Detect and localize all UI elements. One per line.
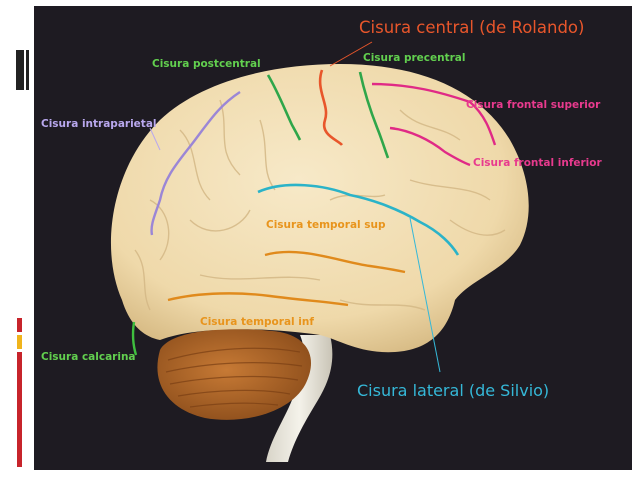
cerebrum [110,64,529,353]
sulcus-temporal-inf [167,292,349,307]
left-deco-bar-yellow [17,335,22,349]
sulcus-intraparietal [150,90,241,236]
label-cisura-central: Cisura central (de Rolando) [359,18,585,37]
label-cisura-frontal-inferior: Cisura frontal inferior [473,157,602,169]
cerebellum [157,329,312,420]
left-deco-bar-red-long [17,352,22,467]
label-cisura-frontal-superior: Cisura frontal superior [466,99,601,111]
sulcus-postcentral [266,74,302,141]
cerebellum-folds [165,347,303,408]
left-deco-bar-red [17,318,22,332]
left-deco-block-top2 [26,50,29,90]
sulcus-central [318,69,344,146]
sulcus-lateral [257,183,460,256]
sulcus-frontal-superior [371,82,497,146]
label-cisura-calcarina: Cisura calcarina [41,351,136,363]
sulcus-temporal-sup [264,250,406,274]
label-cisura-lateral: Cisura lateral (de Silvio) [357,381,550,400]
leader-lines [149,41,441,373]
label-cisura-temporal-inf: Cisura temporal inf [200,316,314,328]
sulcus-precentral [358,71,390,159]
left-deco-block-top [16,50,24,90]
label-cisura-postcentral: Cisura postcentral [152,58,261,70]
gyri-texture [134,99,506,311]
sulcus-calcarina [131,321,138,356]
sulcus-frontal-inferior [389,126,471,167]
brain-stem [266,335,333,462]
label-cisura-precentral: Cisura precentral [363,52,466,64]
label-cisura-temporal-sup: Cisura temporal sup [266,219,386,231]
label-cisura-intraparietal: Cisura intraparietal [41,118,157,130]
